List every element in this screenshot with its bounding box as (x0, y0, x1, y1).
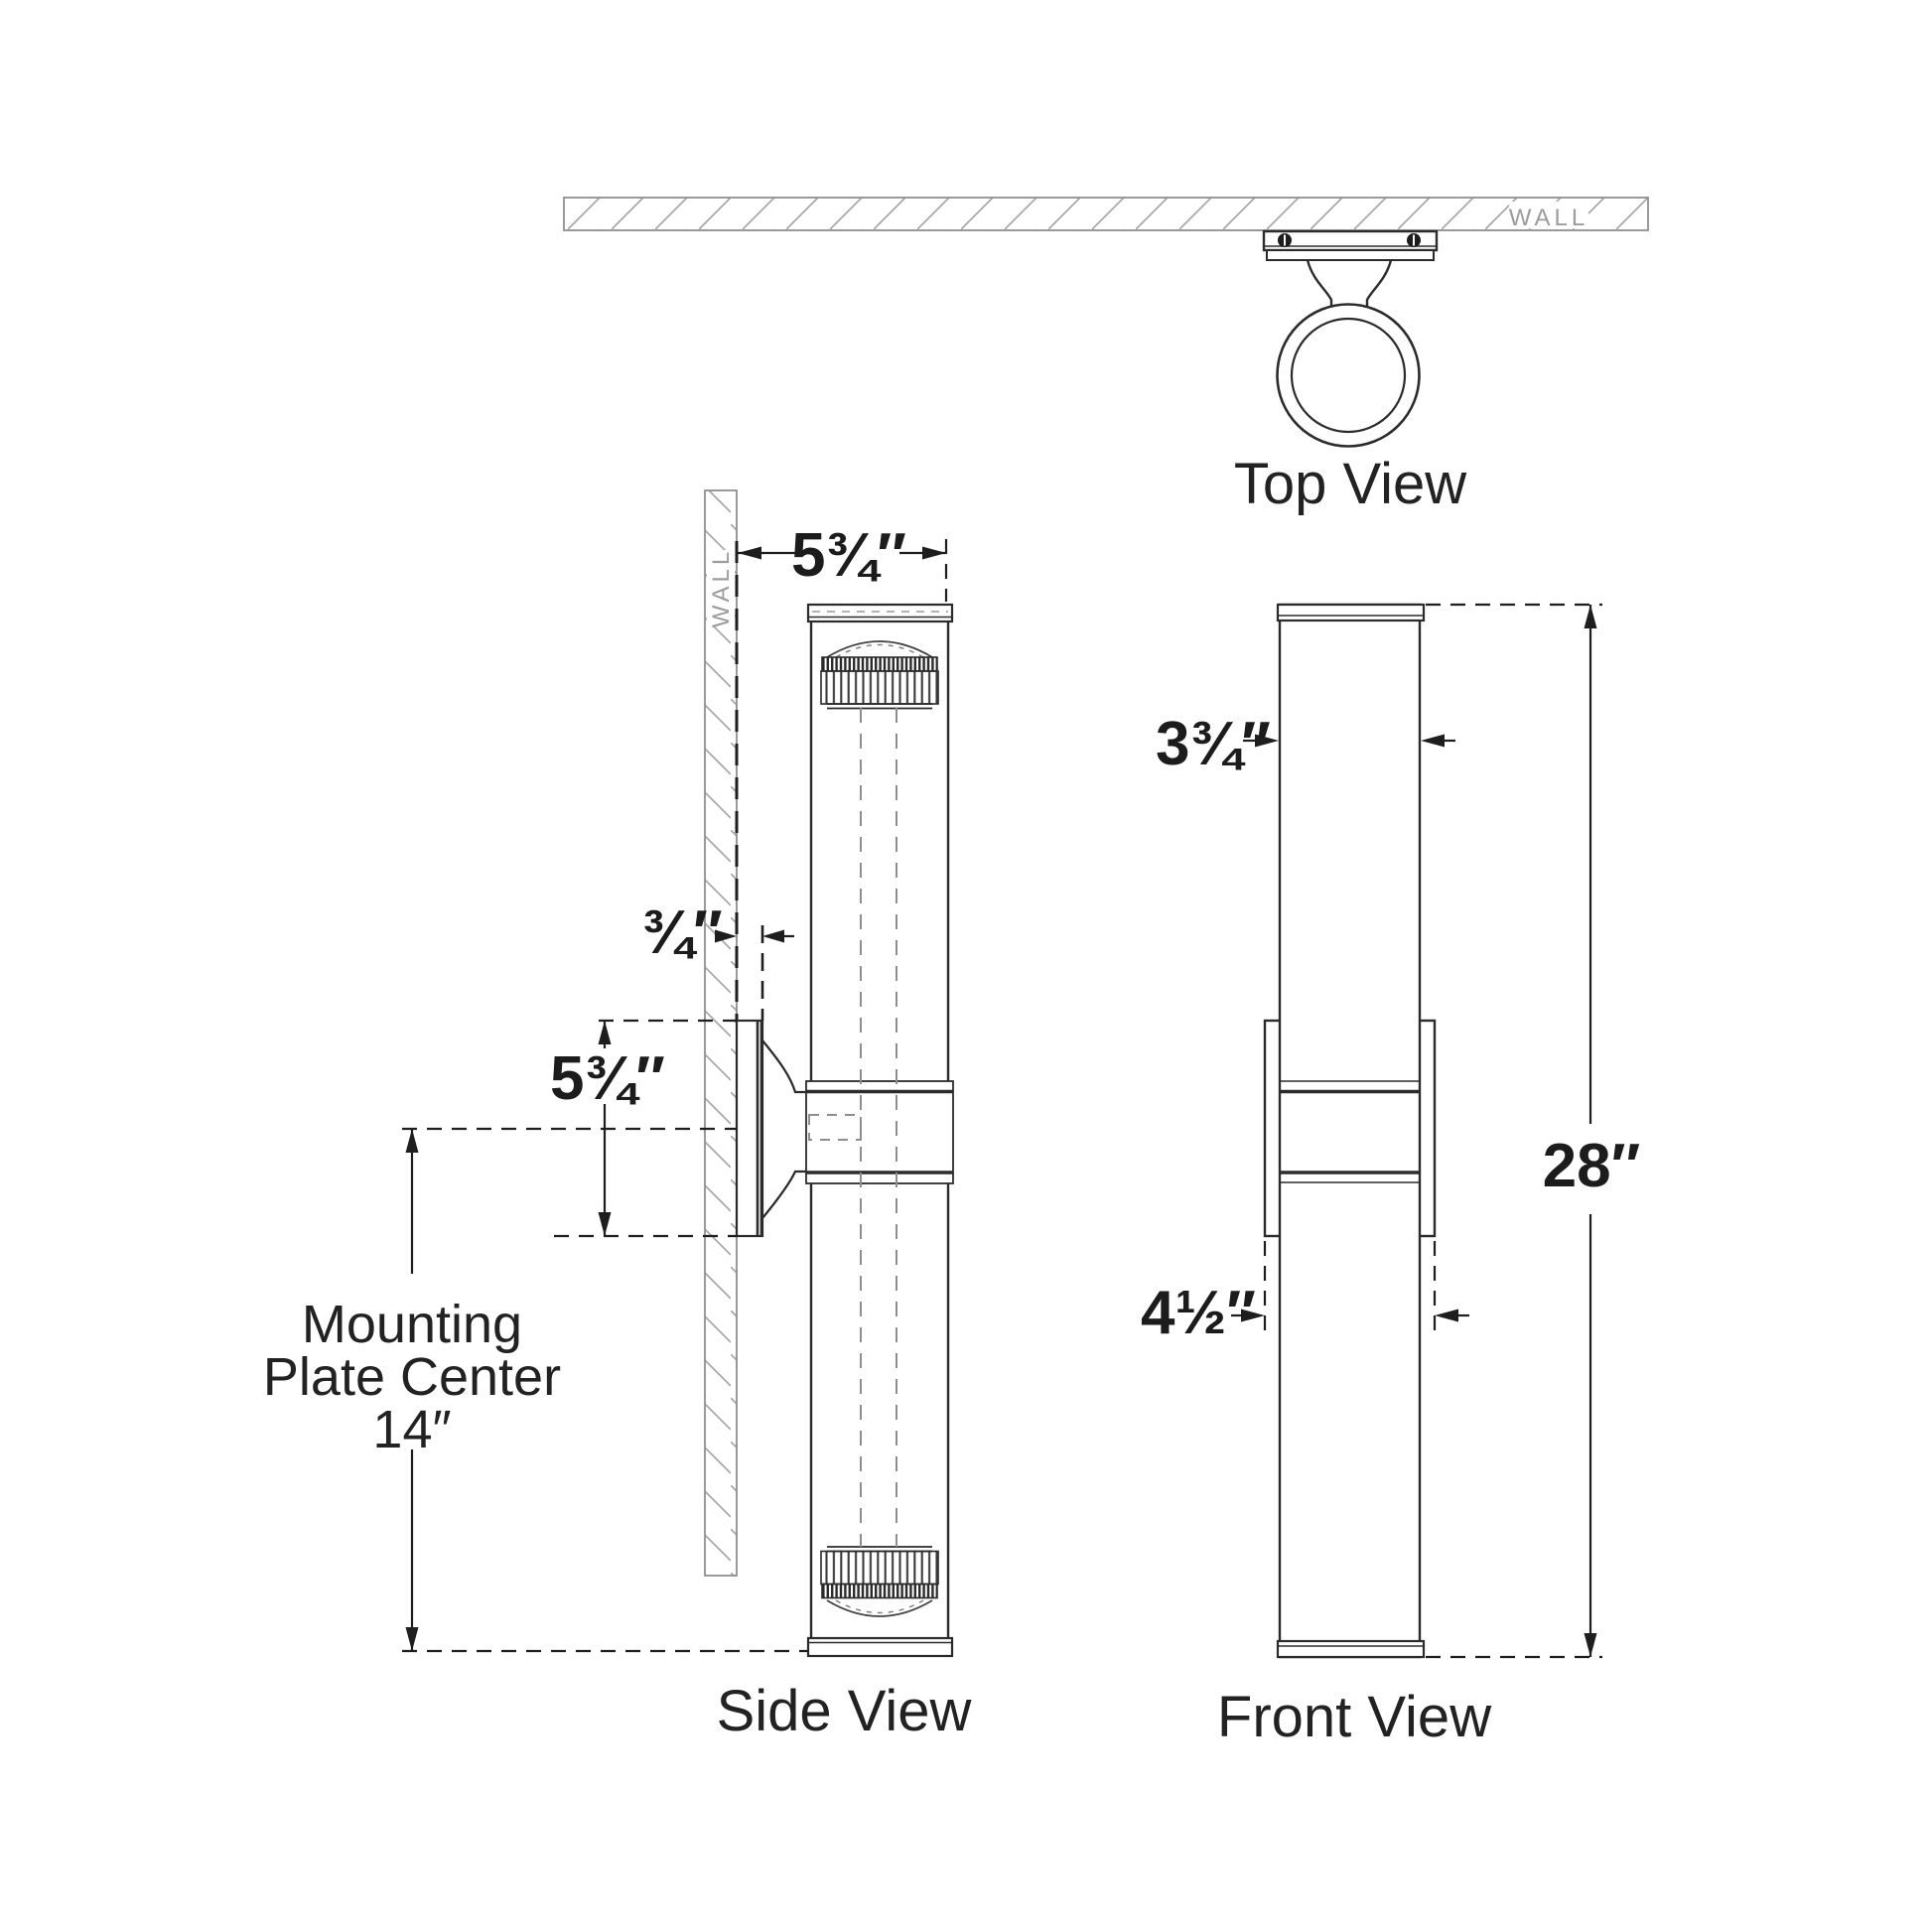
side-view: WALL (263, 489, 973, 1743)
arrow-left-icon (762, 929, 784, 943)
bottom-cap (806, 1636, 954, 1658)
top-view-label: Top View (1234, 452, 1467, 516)
top-view-mounting-plate (1262, 229, 1439, 261)
arrow-right-icon (715, 929, 737, 943)
front-top-cap (1276, 603, 1426, 622)
mounting-note-line1: Mounting (302, 1295, 522, 1354)
arrow-up-icon (405, 1129, 419, 1153)
side-view-stem (761, 1039, 808, 1219)
wall-label-backdrop (707, 550, 735, 625)
arrow-right-icon (1241, 1309, 1265, 1322)
mounting-note-line3: 14″ (372, 1400, 451, 1459)
wall-offset-dimension-value: ¾″ (641, 898, 722, 967)
height-dimension-value: 28″ (1543, 1132, 1641, 1200)
side-view-mounting-plate (735, 1019, 764, 1238)
top-view-stem (1306, 259, 1393, 308)
dimension-plate-height: 5¾″ (402, 1019, 737, 1238)
front-view-label: Front View (1217, 1685, 1492, 1749)
top-view-wall: WALL (563, 197, 1649, 231)
arrow-left-icon (1435, 1309, 1458, 1322)
side-view-label: Side View (717, 1679, 973, 1743)
wall-label-backdrop (1509, 202, 1588, 228)
top-socket-detail (820, 640, 939, 710)
screw-right-icon (1407, 233, 1421, 247)
screw-left-icon (1278, 233, 1292, 247)
arrow-right-icon (922, 546, 946, 560)
top-cap (806, 603, 954, 623)
depth-dimension-value: 5¾″ (791, 521, 906, 590)
arrow-down-icon (598, 1212, 612, 1236)
lamp-tube-hidden-lines (860, 708, 897, 1547)
dimension-height: 28″ (1426, 603, 1641, 1659)
arrow-up-icon (1584, 605, 1597, 628)
mounting-note-line2: Plate Center (263, 1347, 561, 1407)
plate-height-dimension-value: 5¾″ (550, 1044, 665, 1113)
arrow-up-icon (598, 1021, 612, 1044)
dimension-depth: 5¾″ (738, 521, 948, 602)
dimension-backplate-width: 4½″ (1141, 1241, 1469, 1347)
top-view-wall-label: WALL (1509, 205, 1588, 231)
front-center-band (1280, 1080, 1420, 1183)
dimension-mounting-center: Mounting Plate Center 14″ (263, 1129, 807, 1653)
top-view-cylinder (1276, 303, 1421, 448)
arrow-right-icon (1255, 734, 1279, 748)
dimension-wall-offset: ¾″ (641, 898, 794, 967)
arrow-left-icon (738, 546, 761, 560)
arrow-left-icon (1421, 734, 1445, 748)
backplate-dimension-value: 4½″ (1141, 1279, 1256, 1347)
dimension-width: 3¾″ (1156, 710, 1455, 778)
arrow-down-icon (405, 1627, 419, 1651)
cylinder-inner-circle (1290, 317, 1407, 434)
bottom-socket-detail (820, 1546, 939, 1617)
socket-nipple-hidden-line (808, 1114, 862, 1141)
front-body (1278, 603, 1422, 1659)
front-view: 3¾″ 4½″ 28″ Front View (1141, 603, 1641, 1749)
width-dimension-value: 3¾″ (1156, 710, 1271, 778)
cylinder-outer-circle (1276, 303, 1421, 448)
arrow-down-icon (1584, 1633, 1597, 1657)
front-bottom-cap (1276, 1639, 1426, 1659)
side-view-center-band (805, 1080, 954, 1184)
top-view: WALL Top View (563, 197, 1649, 516)
side-view-wall-label: WALL (708, 548, 735, 627)
side-view-wall: WALL (704, 489, 738, 1577)
